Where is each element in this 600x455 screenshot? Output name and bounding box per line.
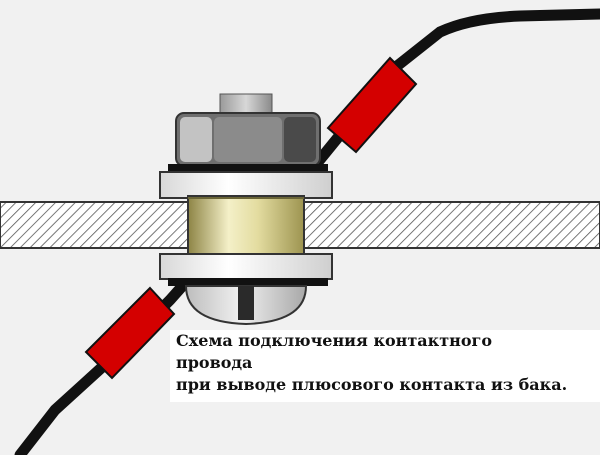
screw-slot: [238, 286, 254, 320]
bolt-head: [184, 285, 308, 326]
diagram-caption: Схема подключения контактного провода пр…: [170, 330, 600, 402]
ring-terminal-bottom: [168, 278, 328, 286]
brass-bushing: [187, 195, 305, 257]
upper-insulation-sleeve: [326, 56, 418, 154]
hex-nut: [175, 112, 321, 167]
lower-insulation-sleeve: [84, 286, 176, 380]
upper-washer: [159, 171, 333, 199]
tank-wall: [0, 201, 600, 249]
lower-wire: [14, 276, 192, 455]
caption-line-2: провода: [176, 353, 253, 372]
lower-washer: [159, 253, 333, 280]
caption-line-1: Схема подключения контактного: [176, 331, 492, 350]
caption-line-3: при выводе плюсового контакта из бака.: [176, 375, 568, 394]
ring-terminal-top: [168, 164, 328, 173]
upper-wire: [312, 8, 600, 168]
